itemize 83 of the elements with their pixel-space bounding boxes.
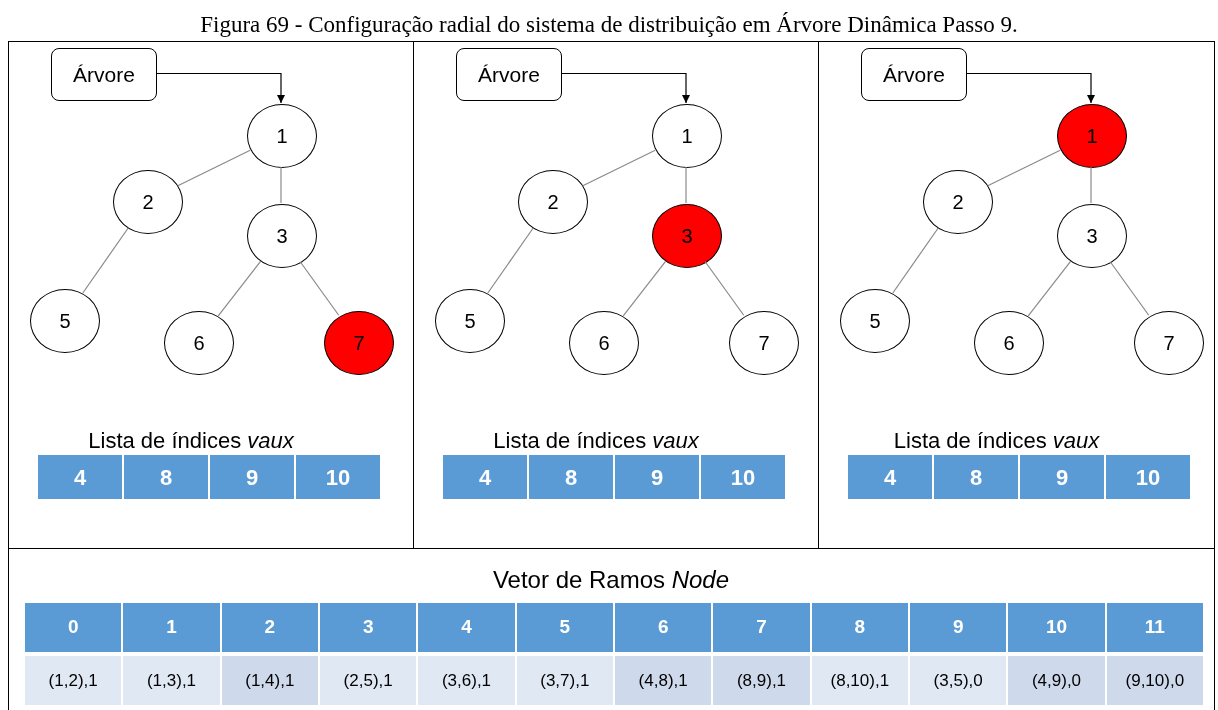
node-number: 1	[681, 124, 693, 149]
header-cell: 5	[516, 603, 613, 652]
node-number: 1	[276, 124, 288, 149]
index-cell: 4	[38, 455, 122, 499]
tree-branch-line	[217, 260, 262, 317]
header-cell: 3	[320, 603, 417, 652]
box-label: Árvore	[478, 61, 540, 88]
tree-branch-line	[582, 149, 656, 187]
header-cell: 0	[25, 603, 122, 652]
node-number: 2	[952, 190, 964, 215]
node-number: 2	[142, 190, 154, 215]
pointer-box	[51, 48, 157, 101]
value-cell: (8,10),1	[811, 656, 908, 705]
table-title: Vetor de Ramos Node	[491, 565, 731, 595]
tree-branch-line	[704, 261, 745, 316]
tree-branch-line	[685, 166, 687, 204]
pointer-box	[456, 48, 562, 101]
tree-branch-line	[1027, 260, 1072, 317]
index-cell: 8	[529, 455, 613, 499]
node-number: 1	[1086, 124, 1098, 149]
tree-branch-line	[280, 166, 282, 204]
tree-branch-line	[1090, 166, 1092, 204]
node-number: 3	[1086, 224, 1098, 249]
header-cell: 6	[615, 603, 712, 652]
tree-branch-line	[487, 227, 534, 294]
node-number: 7	[1163, 331, 1175, 356]
node-number: 5	[869, 309, 881, 334]
box-label: Árvore	[883, 61, 945, 88]
node-number: 5	[59, 309, 71, 334]
tree-branch-line	[82, 227, 129, 294]
list-title: Lista de índices vaux	[892, 427, 1101, 455]
node-number: 5	[464, 309, 476, 334]
node-number: 6	[193, 331, 205, 356]
index-cell: 9	[615, 455, 699, 499]
header-cell: 11	[1106, 603, 1203, 652]
list-title: Lista de índices vaux	[87, 427, 295, 455]
box-label: Árvore	[73, 61, 135, 88]
value-cell: (3,6),1	[418, 656, 515, 705]
header-cell: 9	[910, 603, 1007, 652]
index-cell: 10	[1106, 455, 1190, 499]
value-cell: (4,9),0	[1008, 656, 1105, 705]
header-cell: 2	[221, 603, 318, 652]
tree-branch-line	[622, 260, 667, 317]
node-number: 7	[758, 331, 770, 356]
header-cell: 10	[1008, 603, 1105, 652]
arrow	[965, 72, 1096, 104]
value-cell: (1,2),1	[25, 656, 122, 705]
index-cell: 4	[443, 455, 527, 499]
value-cell: (3,7),1	[516, 656, 613, 705]
index-cell: 9	[1020, 455, 1104, 499]
node-number: 7	[353, 331, 365, 356]
node-number: 3	[276, 224, 288, 249]
pointer-box	[861, 48, 967, 101]
value-cell: (3,5),0	[910, 656, 1007, 705]
index-cell: 10	[296, 455, 380, 499]
value-cell: (8,9),1	[713, 656, 810, 705]
value-cell: (2,5),1	[320, 656, 417, 705]
tree-branch-line	[1109, 261, 1150, 316]
index-cell: 9	[210, 455, 294, 499]
figure-title: Figura 69 - Configuração radial do sistema de distribuição em Árvore Dinâmica Passo 9.	[199, 11, 1019, 39]
node-number: 2	[547, 190, 559, 215]
header-cell: 4	[418, 603, 515, 652]
arrow	[155, 72, 286, 104]
node-number: 6	[598, 331, 610, 356]
tree-branch-line	[177, 149, 251, 187]
arrow	[560, 72, 691, 104]
value-cell: (1,4),1	[221, 656, 318, 705]
index-cell: 8	[934, 455, 1018, 499]
node-number: 3	[681, 224, 693, 249]
index-cell: 4	[848, 455, 932, 499]
header-cell: 7	[713, 603, 810, 652]
value-cell: (9,10),0	[1106, 656, 1203, 705]
index-cell: 8	[124, 455, 208, 499]
tree-branch-line	[892, 227, 939, 294]
tree-branch-line	[299, 261, 340, 316]
tree-branch-line	[987, 149, 1061, 187]
header-cell: 8	[811, 603, 908, 652]
value-cell: (4,8),1	[615, 656, 712, 705]
header-cell: 1	[123, 603, 220, 652]
index-cell: 10	[701, 455, 785, 499]
node-number: 6	[1003, 331, 1015, 356]
list-title: Lista de índices vaux	[492, 427, 700, 455]
value-cell: (1,3),1	[123, 656, 220, 705]
